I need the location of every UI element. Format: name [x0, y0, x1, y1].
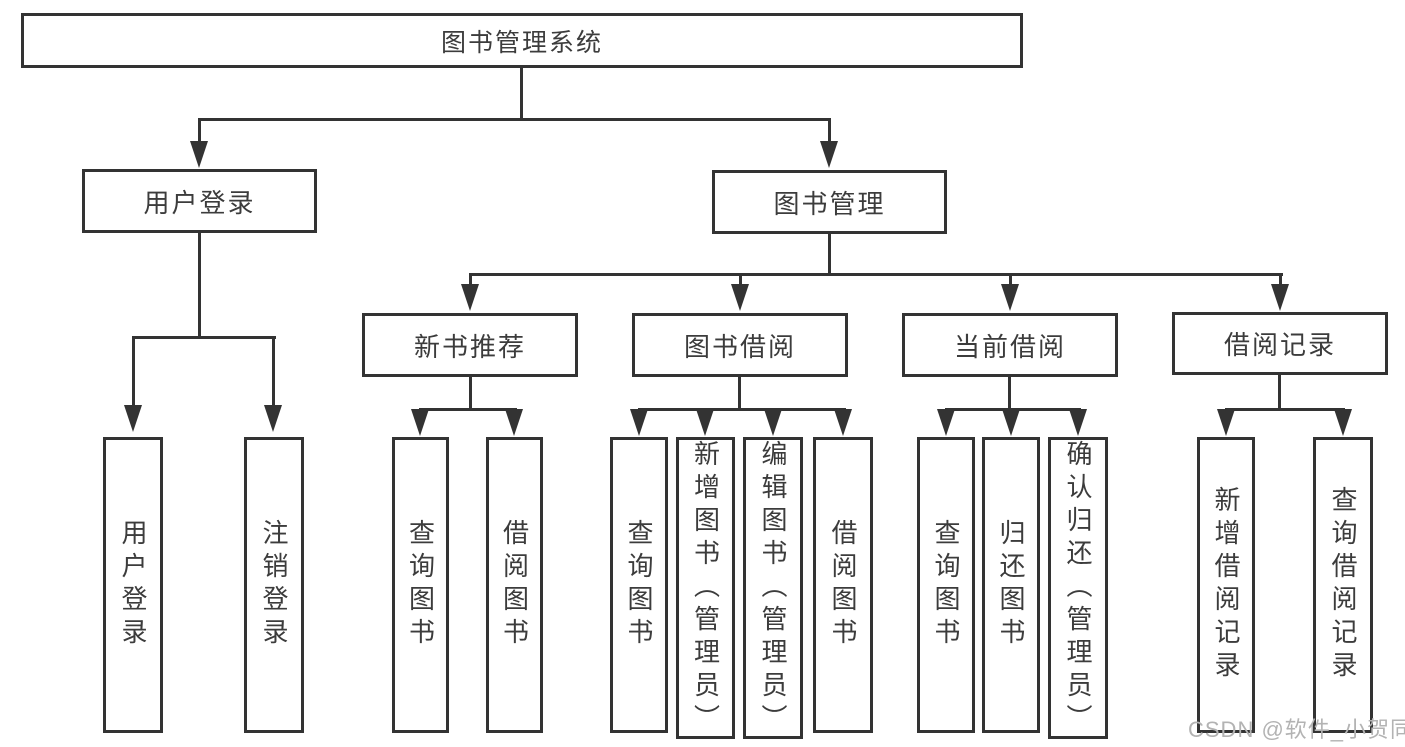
connector-line [828, 234, 831, 276]
node-label: 借阅记录 [1223, 330, 1336, 360]
leaf-label: 新增借阅记录 [1211, 486, 1241, 684]
connector-line [739, 273, 742, 287]
leaf-label: 注销登录 [259, 519, 289, 651]
node-book-management: 图书管理 [712, 170, 947, 234]
leaf-return-books: 归还图书 [982, 437, 1040, 733]
arrowhead-icon [505, 409, 523, 436]
leaf-label: 借阅图书 [828, 519, 858, 651]
connector-line [1008, 377, 1011, 411]
arrowhead-icon [1217, 409, 1235, 436]
node-book-borrowing: 图书借阅 [632, 313, 848, 377]
leaf-query-borrow-record: 查询借阅记录 [1313, 437, 1373, 733]
node-user-login: 用户登录 [82, 169, 317, 233]
arrowhead-icon [264, 405, 282, 432]
leaf-query-books-1: 查询图书 [392, 437, 449, 733]
leaf-add-borrow-record: 新增借阅记录 [1197, 437, 1255, 733]
connector-line [520, 68, 523, 121]
arrowhead-icon [834, 409, 852, 436]
leaf-label: 用户登录 [118, 519, 148, 651]
arrowhead-icon [1001, 284, 1019, 311]
arrowhead-icon [731, 284, 749, 311]
arrowhead-icon [937, 409, 955, 436]
connector-line [828, 118, 831, 144]
leaf-confirm-return-admin: 确认归还（管理员） [1048, 437, 1108, 739]
connector-line [469, 377, 472, 411]
connector-line [738, 377, 741, 411]
arrowhead-icon [411, 409, 429, 436]
node-library-management-system: 图书管理系统 [21, 13, 1023, 68]
arrowhead-icon [764, 409, 782, 436]
leaf-query-books-3: 查询图书 [917, 437, 975, 733]
arrowhead-icon [1271, 284, 1289, 311]
connector-line [1225, 408, 1345, 411]
connector-line [132, 336, 135, 407]
leaf-label: 借阅图书 [499, 519, 530, 651]
leaf-label: 查询图书 [405, 519, 436, 651]
leaf-label: 编辑图书（管理员） [758, 439, 788, 737]
leaf-add-books-admin: 新增图书（管理员） [676, 437, 735, 739]
arrowhead-icon [1334, 409, 1352, 436]
node-label: 图书借阅 [683, 331, 796, 362]
arrowhead-icon [630, 409, 648, 436]
node-label: 新书推荐 [413, 331, 526, 362]
leaf-label: 新增图书（管理员） [690, 439, 721, 737]
arrowhead-icon [190, 141, 208, 168]
connector-line [469, 273, 1283, 276]
leaf-query-books-2: 查询图书 [610, 437, 668, 733]
node-label: 当前借阅 [953, 331, 1066, 362]
connector-line [1279, 275, 1282, 287]
node-current-borrowing: 当前借阅 [902, 313, 1118, 377]
connector-line [469, 273, 472, 287]
connector-line [419, 408, 517, 411]
arrowhead-icon [461, 284, 479, 311]
arrowhead-icon [696, 409, 714, 436]
leaf-label: 归还图书 [996, 519, 1026, 651]
leaf-borrow-books-1: 借阅图书 [486, 437, 543, 733]
leaf-user-login: 用户登录 [103, 437, 163, 733]
connector-line [1009, 273, 1012, 287]
connector-line [1278, 375, 1281, 411]
leaf-label: 查询借阅记录 [1328, 486, 1358, 684]
node-label: 图书管理系统 [440, 28, 603, 57]
leaf-borrow-books-2: 借阅图书 [813, 437, 873, 733]
arrowhead-icon [1069, 409, 1087, 436]
leaf-logout: 注销登录 [244, 437, 304, 733]
leaf-label: 查询图书 [624, 519, 654, 651]
arrowhead-icon [820, 141, 838, 168]
leaf-label: 查询图书 [931, 519, 961, 651]
node-label: 图书管理 [773, 188, 886, 219]
connector-line [198, 233, 201, 339]
connector-line [198, 118, 201, 144]
arrowhead-icon [124, 405, 142, 432]
node-label: 用户登录 [143, 187, 256, 218]
arrowhead-icon [1002, 409, 1020, 436]
connector-line [638, 408, 846, 411]
node-borrowing-records: 借阅记录 [1172, 312, 1388, 375]
csdn-watermark: CSDN @软件_小贺同学 [1188, 717, 1405, 742]
connector-line [132, 336, 276, 339]
node-new-book-recommendation: 新书推荐 [362, 313, 578, 377]
connector-line [272, 336, 275, 407]
connector-line [198, 118, 831, 121]
leaf-label: 确认归还（管理员） [1063, 439, 1093, 737]
leaf-edit-books-admin: 编辑图书（管理员） [743, 437, 803, 739]
